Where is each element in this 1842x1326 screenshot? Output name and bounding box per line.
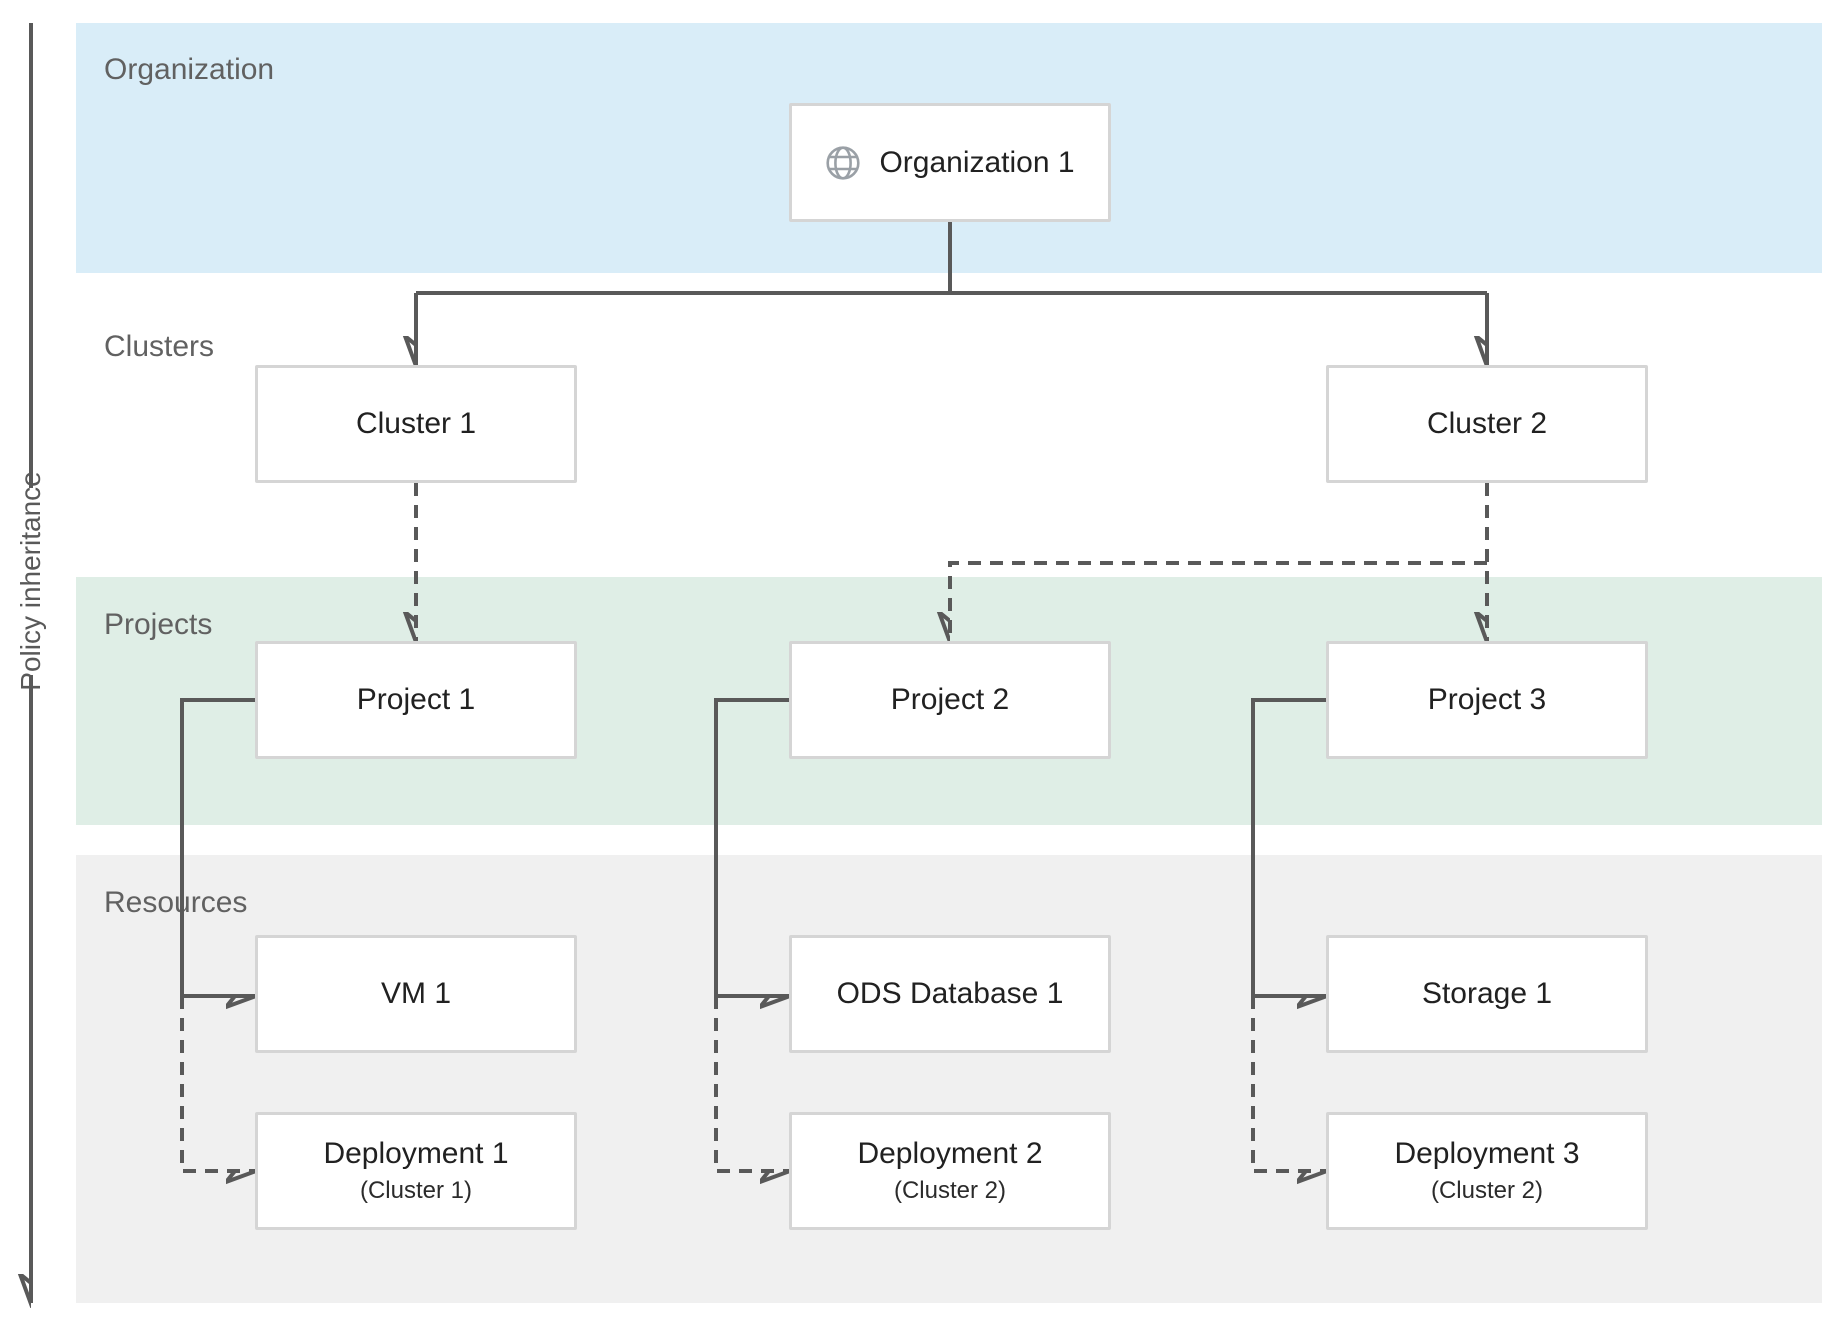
node-project-1-label: Project 1 xyxy=(356,683,476,716)
node-deployment-2-label: Deployment 2 xyxy=(857,1137,1043,1170)
node-project-1: Project 1 xyxy=(255,641,577,759)
node-deployment-1-sublabel: (Cluster 1) xyxy=(359,1177,473,1204)
node-deployment-1-label: Deployment 1 xyxy=(323,1137,509,1170)
node-deployment-2: Deployment 2 (Cluster 2) xyxy=(789,1112,1111,1230)
node-deployment-1: Deployment 1 (Cluster 1) xyxy=(255,1112,577,1230)
node-cluster-2: Cluster 2 xyxy=(1326,365,1648,483)
node-project-3: Project 3 xyxy=(1326,641,1648,759)
globe-icon xyxy=(826,145,861,180)
node-ods-database-1-label: ODS Database 1 xyxy=(836,977,1064,1010)
node-ods-database-1: ODS Database 1 xyxy=(789,935,1111,1053)
node-storage-1: Storage 1 xyxy=(1326,935,1648,1053)
node-project-3-label: Project 3 xyxy=(1427,683,1547,716)
node-deployment-3: Deployment 3 (Cluster 2) xyxy=(1326,1112,1648,1230)
policy-inheritance-label: Policy inheritance xyxy=(15,471,46,691)
node-deployment-3-sublabel: (Cluster 2) xyxy=(1430,1177,1544,1204)
band-resources-label: Resources xyxy=(104,886,248,919)
band-projects-label: Projects xyxy=(104,608,213,641)
node-organization-1: Organization 1 xyxy=(789,103,1111,222)
node-vm-1: VM 1 xyxy=(255,935,577,1053)
node-cluster-1-label: Cluster 1 xyxy=(355,407,477,440)
band-organization-label: Organization xyxy=(104,53,275,86)
band-clusters-label: Clusters xyxy=(104,330,215,363)
node-cluster-1: Cluster 1 xyxy=(255,365,577,483)
band-clusters: Clusters xyxy=(76,273,1822,577)
node-deployment-2-sublabel: (Cluster 2) xyxy=(893,1177,1007,1204)
node-storage-1-label: Storage 1 xyxy=(1421,977,1553,1010)
node-deployment-3-label: Deployment 3 xyxy=(1394,1137,1580,1170)
node-cluster-2-label: Cluster 2 xyxy=(1426,407,1548,440)
band-resources: Resources xyxy=(76,855,1822,1303)
node-project-2-label: Project 2 xyxy=(890,683,1010,716)
node-project-2: Project 2 xyxy=(789,641,1111,759)
node-organization-1-label: Organization 1 xyxy=(879,145,1075,179)
node-vm-1-label: VM 1 xyxy=(380,977,452,1010)
